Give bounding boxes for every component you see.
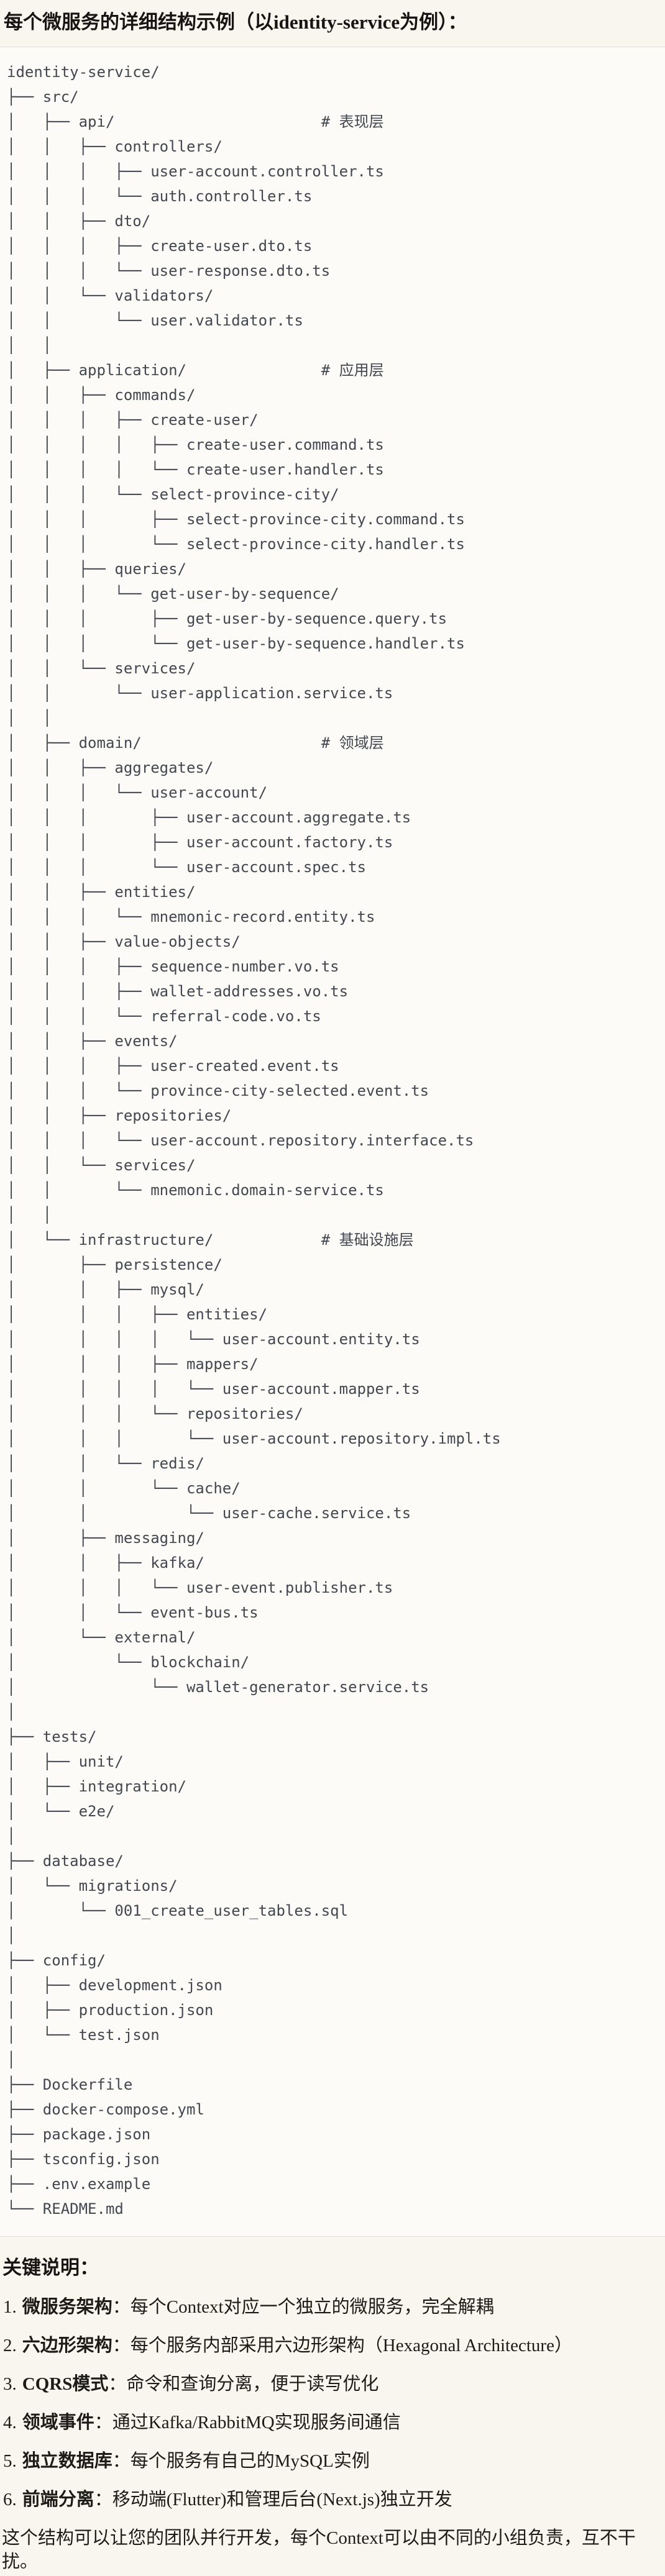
note-text: ：每个Context对应一个独立的微服务，完全解耦 <box>112 2297 494 2317</box>
note-item: 3.CQRS模式：命令和查询分离，便于读写优化 <box>3 2372 665 2396</box>
closing-paragraph: 这个结构可以让您的团队并行开发，每个Context可以由不同的小组负责，互不干扰… <box>2 2528 636 2572</box>
note-number: 1. <box>3 2297 17 2317</box>
note-number: 2. <box>3 2336 17 2355</box>
note-item: 4.领域事件：通过Kafka/RabbitMQ实现服务间通信 <box>3 2411 665 2434</box>
note-number: 3. <box>3 2374 17 2394</box>
note-label: 六边形架构 <box>22 2336 112 2355</box>
page-title: 每个微服务的详细结构示例（以identity-service为例）： <box>4 11 467 33</box>
note-item: 1.微服务架构：每个Context对应一个独立的微服务，完全解耦 <box>3 2295 665 2319</box>
directory-tree: identity-service/ ├── src/ │ ├── api/ # … <box>7 63 501 2218</box>
note-text: ：命令和查询分离，便于读写优化 <box>108 2374 379 2394</box>
note-item: 2. 六边形架构：每个服务内部采用六边形架构（Hexagonal Architec… <box>3 2334 665 2357</box>
note-number: 6. <box>3 2490 17 2510</box>
note-label: CQRS模式 <box>22 2374 109 2394</box>
note-text: ：每个服务内部采用六边形架构（Hexagonal Architecture） <box>112 2336 572 2355</box>
note-item: 5.独立数据库：每个服务有自己的MySQL实例 <box>3 2449 665 2473</box>
note-label: 前端分离 <box>22 2490 94 2510</box>
note-label: 微服务架构 <box>22 2297 112 2317</box>
note-text: ：移动端(Flutter)和管理后台(Next.js)独立开发 <box>94 2490 452 2510</box>
notes-list: 1.微服务架构：每个Context对应一个独立的微服务，完全解耦 2. 六边形架构… <box>0 2295 665 2511</box>
code-block: identity-service/ ├── src/ │ ├── api/ # … <box>0 47 665 2237</box>
note-number: 4. <box>3 2413 17 2433</box>
note-text: ：通过Kafka/RabbitMQ实现服务间通信 <box>94 2413 401 2433</box>
note-label: 领域事件 <box>22 2413 94 2433</box>
note-item: 6.前端分离：移动端(Flutter)和管理后台(Next.js)独立开发 <box>3 2488 665 2511</box>
note-label: 独立数据库 <box>22 2451 112 2471</box>
notes-heading: 关键说明： <box>2 2257 99 2278</box>
note-number: 5. <box>3 2451 17 2471</box>
note-text: ：每个服务有自己的MySQL实例 <box>112 2451 370 2471</box>
